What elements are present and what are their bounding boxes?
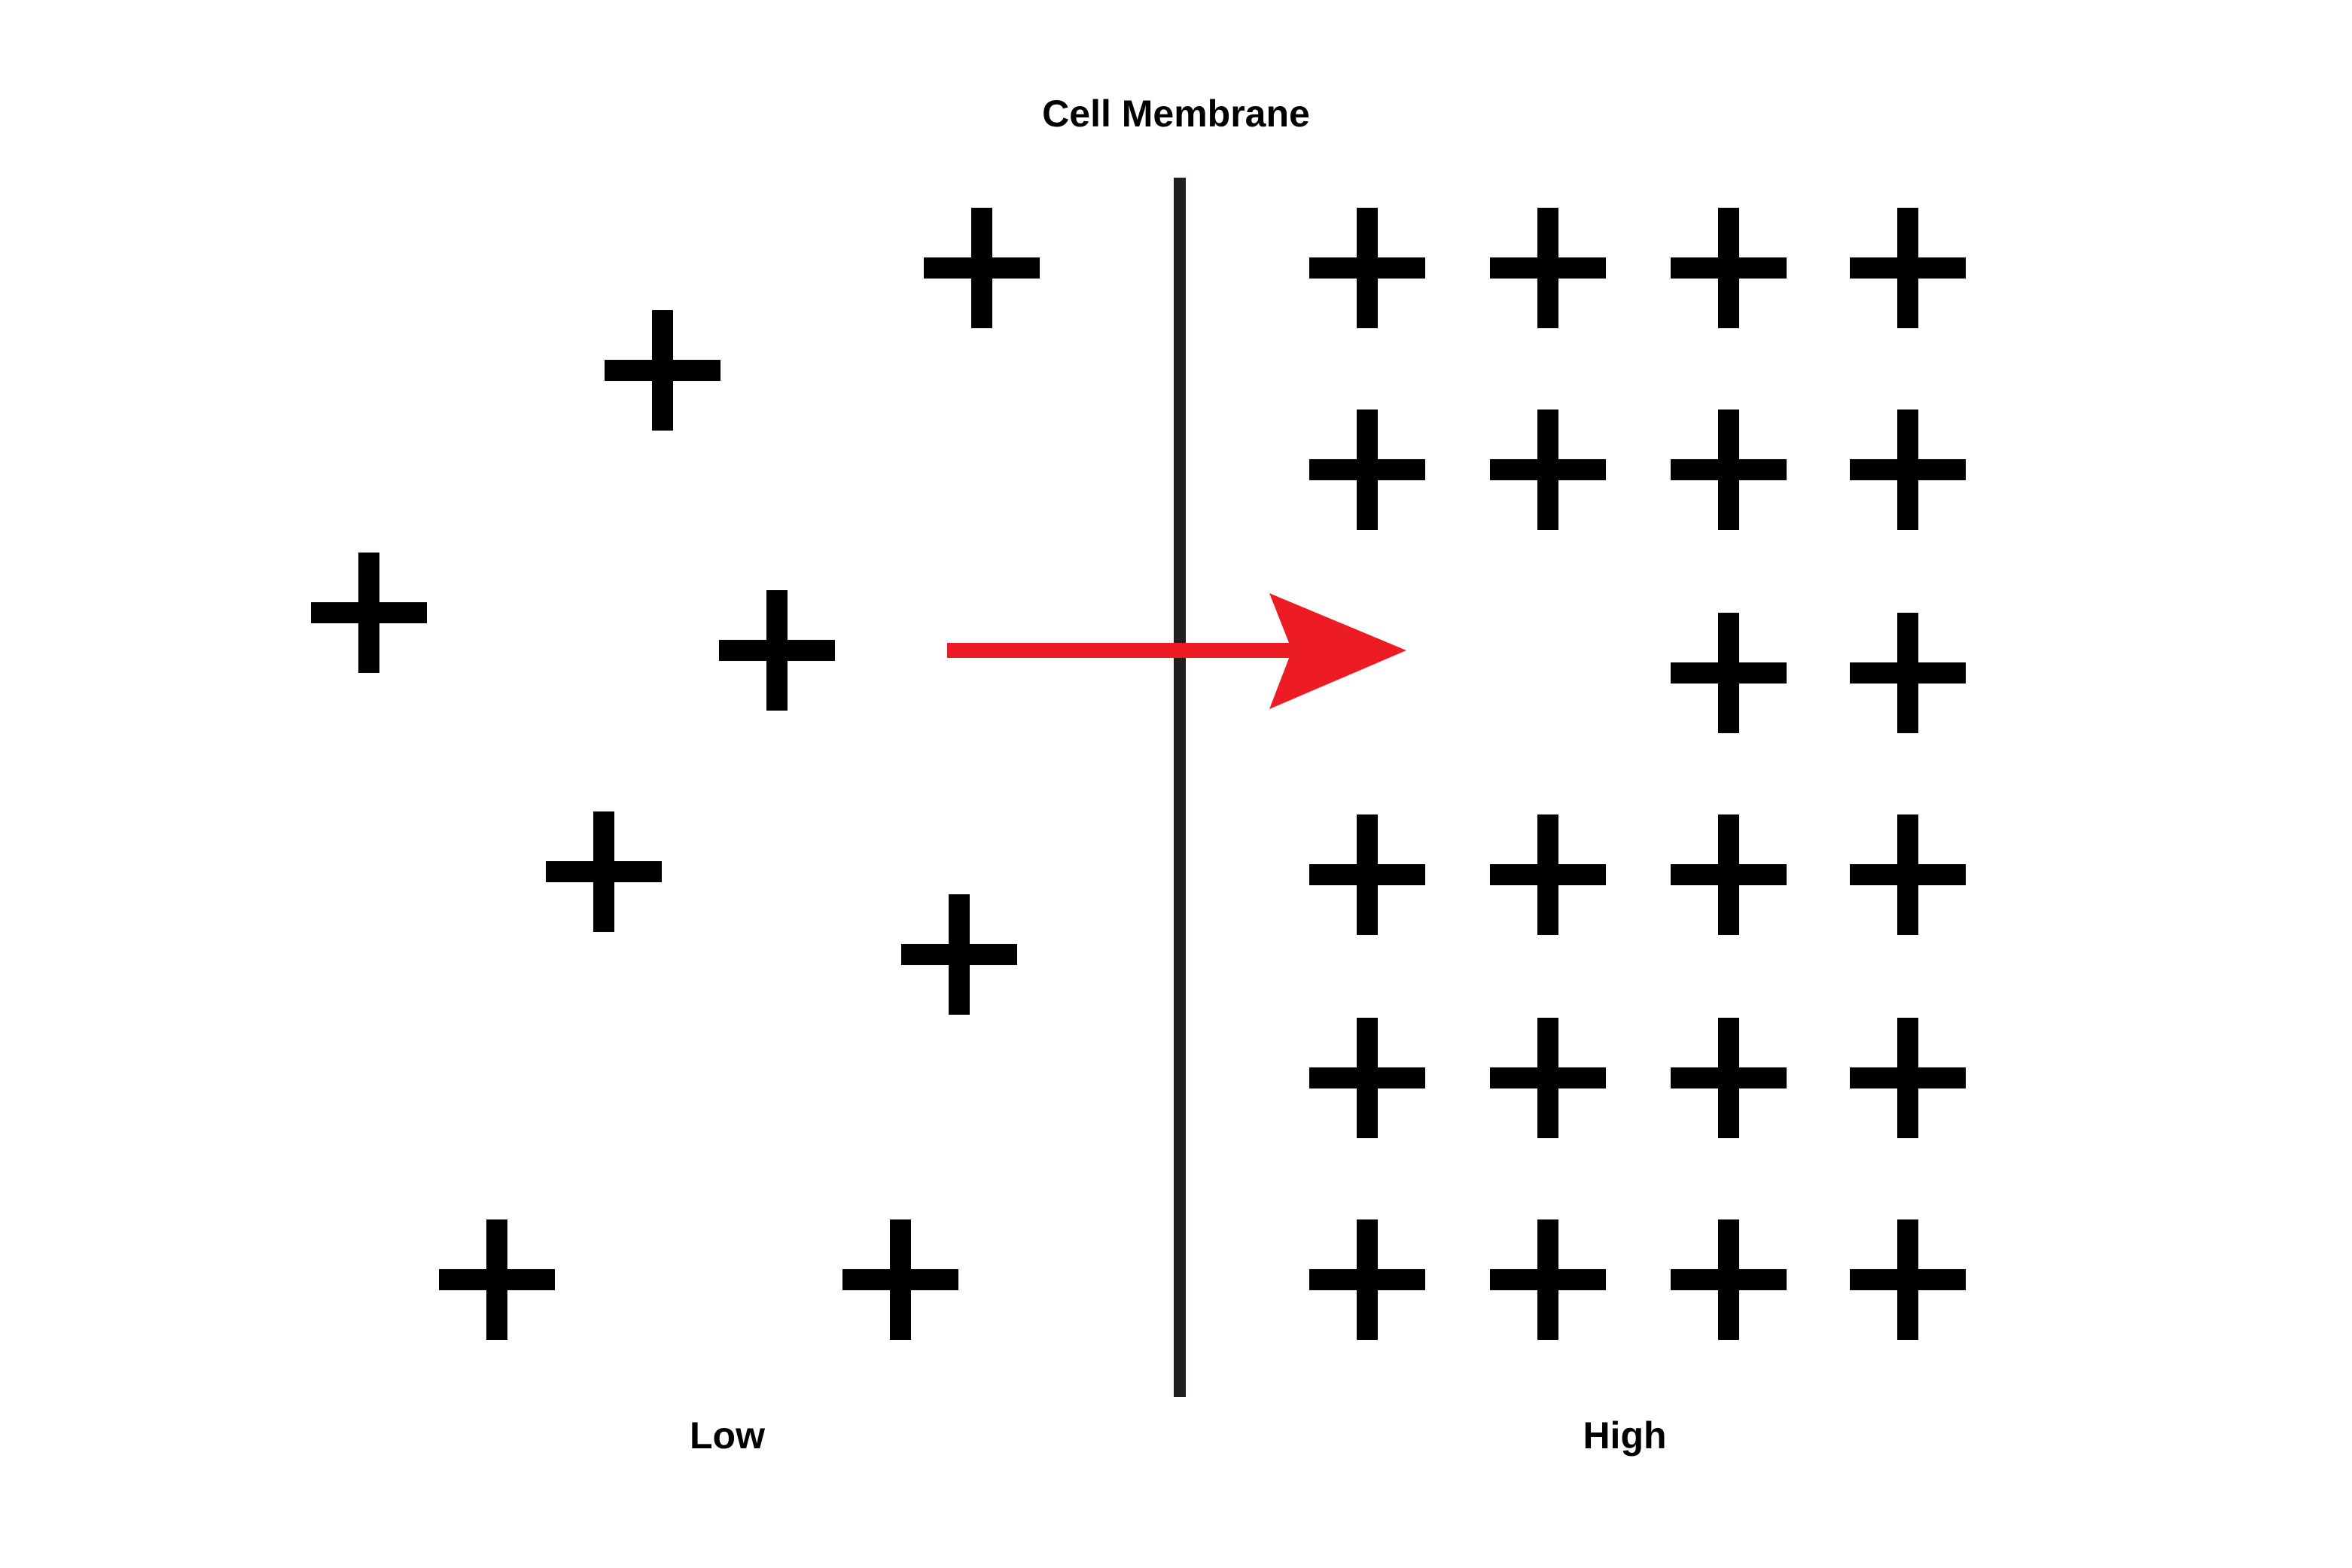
membrane-title: Cell Membrane: [1042, 93, 1310, 135]
arrow-head: [1269, 593, 1406, 709]
plus-vertical-bar: [1718, 410, 1739, 530]
plus-vertical-bar: [1357, 1018, 1378, 1138]
high-side-plus-ion-icon: [1490, 814, 1606, 935]
plus-vertical-bar: [766, 590, 788, 711]
plus-vertical-bar: [1718, 1018, 1739, 1138]
low-side-plus-ion-icon: [901, 894, 1017, 1015]
plus-vertical-bar: [1897, 1018, 1918, 1138]
high-side-plus-ion-icon: [1490, 208, 1606, 328]
plus-vertical-bar: [593, 811, 614, 932]
low-side-plus-ion-icon: [546, 811, 662, 932]
low-concentration-label: Low: [690, 1414, 765, 1457]
particles: [311, 208, 1966, 1340]
high-side-plus-ion-icon: [1309, 1018, 1425, 1138]
low-side-plus-ion-icon: [842, 1219, 958, 1340]
high-side-plus-ion-icon: [1490, 1018, 1606, 1138]
cell-membrane-line: [1174, 178, 1186, 1397]
high-side-plus-ion-icon: [1850, 208, 1966, 328]
plus-vertical-bar: [652, 310, 673, 431]
low-side-plus-ion-icon: [924, 208, 1040, 328]
plus-vertical-bar: [1897, 1219, 1918, 1340]
high-side-plus-ion-icon: [1309, 410, 1425, 530]
low-side-plus-ion-icon: [605, 310, 721, 431]
high-side-plus-ion-icon: [1671, 814, 1787, 935]
high-side-plus-ion-icon: [1490, 1219, 1606, 1340]
high-side-plus-ion-icon: [1671, 208, 1787, 328]
high-side-plus-ion-icon: [1309, 208, 1425, 328]
high-side-plus-ion-icon: [1309, 814, 1425, 935]
plus-vertical-bar: [1718, 814, 1739, 935]
plus-vertical-bar: [1537, 410, 1558, 530]
plus-vertical-bar: [1897, 613, 1918, 733]
high-side-plus-ion-icon: [1850, 1219, 1966, 1340]
low-side-plus-ion-icon: [311, 553, 427, 673]
plus-vertical-bar: [1897, 410, 1918, 530]
plus-vertical-bar: [1357, 208, 1378, 328]
low-side-plus-ion-icon: [719, 590, 835, 711]
high-side-plus-ion-icon: [1490, 410, 1606, 530]
high-side-plus-ion-icon: [1850, 613, 1966, 733]
high-concentration-label: High: [1583, 1414, 1666, 1457]
plus-vertical-bar: [971, 208, 992, 328]
high-side-plus-ion-icon: [1850, 814, 1966, 935]
plus-vertical-bar: [1537, 208, 1558, 328]
transport-arrow: [947, 593, 1406, 709]
high-side-plus-ion-icon: [1671, 613, 1787, 733]
plus-vertical-bar: [1897, 208, 1918, 328]
high-side-plus-ion-icon: [1850, 410, 1966, 530]
plus-vertical-bar: [1718, 208, 1739, 328]
plus-vertical-bar: [1357, 1219, 1378, 1340]
low-side-plus-ion-icon: [439, 1219, 555, 1340]
plus-vertical-bar: [486, 1219, 507, 1340]
high-side-plus-ion-icon: [1671, 1018, 1787, 1138]
plus-vertical-bar: [1357, 410, 1378, 530]
plus-vertical-bar: [358, 553, 379, 673]
high-side-plus-ion-icon: [1309, 1219, 1425, 1340]
plus-vertical-bar: [1537, 1219, 1558, 1340]
arrow-shaft: [947, 643, 1301, 658]
plus-vertical-bar: [1897, 814, 1918, 935]
plus-vertical-bar: [890, 1219, 911, 1340]
high-side-plus-ion-icon: [1671, 410, 1787, 530]
high-side-plus-ion-icon: [1671, 1219, 1787, 1340]
plus-vertical-bar: [1537, 814, 1558, 935]
plus-vertical-bar: [1357, 814, 1378, 935]
plus-vertical-bar: [1718, 613, 1739, 733]
high-side-plus-ion-icon: [1850, 1018, 1966, 1138]
plus-vertical-bar: [1718, 1219, 1739, 1340]
plus-vertical-bar: [1537, 1018, 1558, 1138]
plus-vertical-bar: [949, 894, 970, 1015]
